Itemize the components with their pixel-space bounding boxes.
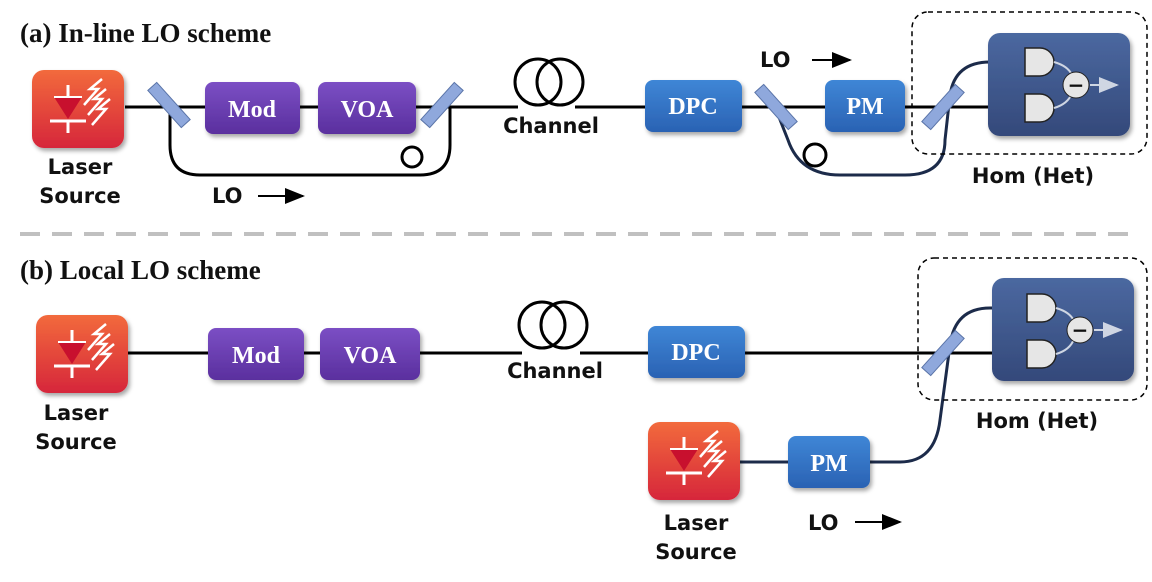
panel-a-detector-frame (911, 11, 1148, 155)
panel-b-pm-box: PM (788, 436, 870, 488)
panel-b-detector: − (992, 278, 1134, 381)
panel-a-voa-box: VOA (318, 82, 416, 134)
panel-b-lo-laser-source (648, 422, 740, 500)
panel-b-laser-label-1: Laser (44, 401, 109, 425)
panel-b-dpc-label: DPC (671, 340, 720, 366)
beam-splitter-4 (921, 83, 965, 131)
beam-splitter-2 (420, 81, 464, 129)
panel-b-channel-label: Channel (507, 359, 603, 383)
panel-a-channel-label: Channel (503, 114, 599, 138)
panel-a-detector-label: Hom (Het) (972, 164, 1094, 188)
panel-b-laser-label-2: Source (35, 430, 117, 454)
panel-a-lo-bottom-label: LO (212, 184, 243, 208)
beam-splitter-3 (754, 83, 798, 131)
panel-a-detector: − (988, 33, 1130, 136)
panel-b-dpc-box: DPC (648, 326, 745, 378)
panel-b-detector-label: Hom (Het) (976, 409, 1098, 433)
panel-b-voa-label: VOA (344, 343, 398, 369)
panel-a-dpc-box: DPC (645, 80, 742, 132)
panel-b-beam-splitter (921, 329, 965, 377)
panel-a-pm-label: PM (846, 94, 883, 120)
panel-b-mod-box: Mod (208, 328, 304, 380)
panel-b-title: (b) Local LO scheme (20, 255, 261, 285)
panel-b-pm-label: PM (810, 451, 847, 477)
panel-b-lo-laser-label-2: Source (655, 540, 737, 564)
panel-a-minus-sign: − (1068, 73, 1085, 97)
panel-a-laser-source (32, 70, 124, 148)
panel-a-dpc-label: DPC (668, 94, 717, 120)
panel-a-mod-label: Mod (228, 97, 277, 123)
panel-a-title: (a) In-line LO scheme (20, 18, 271, 48)
panel-b-minus-sign: − (1072, 318, 1089, 342)
panel-a-laser-label-1: Laser (48, 155, 113, 179)
panel-b-voa-box: VOA (320, 328, 420, 380)
panel-a-voa-label: VOA (341, 97, 395, 123)
panel-b-mod-label: Mod (232, 343, 281, 369)
panel-b-laser-source (36, 315, 128, 393)
panel-a-mod-box: Mod (205, 82, 300, 134)
beam-splitter-1 (147, 81, 191, 129)
panel-a-lo-top-label: LO (760, 48, 791, 72)
panel-b-fibers (128, 300, 1030, 464)
panel-b-detector-frame (917, 257, 1148, 401)
panel-a-pm-box: PM (825, 80, 905, 132)
panel-b-lo-laser-label-1: Laser (664, 511, 729, 535)
panel-a-laser-label-2: Source (39, 184, 121, 208)
panel-b-lo-label: LO (808, 511, 839, 535)
